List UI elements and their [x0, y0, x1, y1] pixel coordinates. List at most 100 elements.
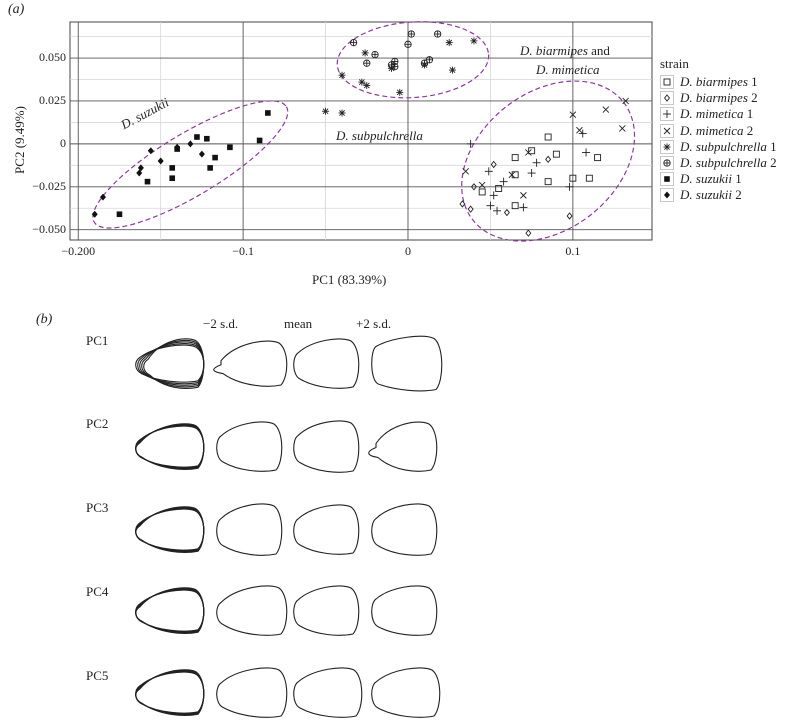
overlay-outlines-pc5	[135, 669, 205, 716]
data-point	[569, 111, 577, 119]
data-point	[338, 109, 346, 117]
x-tick-label: −0.1	[232, 244, 254, 258]
data-point	[503, 208, 510, 217]
data-point	[565, 182, 574, 191]
data-point	[459, 200, 466, 208]
cluster-label-biarmipes-mimetica: D. biarmipes and	[520, 43, 610, 58]
legend-item: D. biarmipes 1	[660, 74, 777, 90]
data-point	[227, 144, 233, 151]
overlay-outline	[143, 338, 205, 389]
legend-marker	[660, 139, 674, 154]
legend-marker	[660, 123, 674, 138]
data-point	[544, 178, 552, 186]
data-point	[532, 158, 541, 167]
overlay-outline	[135, 670, 205, 715]
data-point	[449, 66, 457, 74]
legend-species: D. biarmipes	[680, 90, 748, 106]
overlay-outline	[135, 508, 205, 551]
y-tick-label: 0.025	[39, 92, 66, 107]
row-label-pc5: PC5	[86, 668, 109, 683]
row-label-pc2: PC2	[86, 416, 109, 431]
data-point	[493, 206, 502, 215]
data-point	[470, 183, 477, 191]
legend-species: D. mimetica	[680, 122, 744, 138]
data-point	[545, 155, 552, 164]
data-point	[578, 129, 587, 138]
overlay-outline	[135, 588, 205, 633]
legend-marker	[660, 75, 674, 89]
overlay-outline	[135, 423, 205, 470]
data-point	[187, 140, 194, 148]
data-point	[99, 193, 106, 201]
legend-strain-number: 1	[732, 171, 742, 187]
legend-marker-glyph	[664, 94, 670, 103]
legend-marker	[660, 156, 674, 170]
data-point	[445, 39, 453, 47]
y-tick-label: −0.025	[32, 178, 66, 193]
overlay-outline	[135, 425, 205, 469]
overlay-outline	[141, 339, 205, 388]
legend-marker-glyph	[664, 191, 670, 199]
data-point	[499, 177, 508, 186]
overlay-outline	[135, 589, 205, 633]
series-circled-plus	[349, 30, 442, 71]
column-plus-2sd: +2 s.d.	[356, 316, 392, 331]
data-point	[519, 203, 528, 212]
legend-strain-number: 1	[747, 74, 758, 90]
data-point	[371, 50, 379, 59]
series-plus	[466, 129, 591, 215]
overlay-outline	[135, 425, 205, 468]
data-point	[511, 154, 519, 162]
wing-outline	[216, 503, 283, 556]
data-point	[137, 164, 144, 172]
x-tick-label: 0.1	[565, 244, 581, 258]
legend-marker	[660, 188, 674, 203]
legend-marker	[660, 172, 674, 187]
data-point	[204, 135, 210, 142]
data-point	[198, 150, 205, 158]
cluster-ellipse	[336, 21, 490, 99]
data-point	[525, 229, 532, 237]
legend-strain-number: 1	[766, 138, 777, 154]
legend-marker-glyph	[663, 127, 671, 134]
data-point	[361, 49, 369, 57]
series-filled-diamond	[91, 140, 205, 218]
data-point	[174, 143, 181, 151]
data-point	[528, 147, 536, 155]
y-tick-label: 0.050	[39, 50, 66, 65]
wing-outline	[371, 503, 438, 556]
legend-marker-glyph	[664, 176, 670, 183]
legend-strain-number: 2	[732, 187, 742, 203]
data-point	[508, 171, 516, 179]
wing-outline	[293, 420, 360, 473]
data-point	[212, 154, 218, 161]
y-tick-label: −0.050	[32, 221, 66, 236]
wing-outline	[293, 338, 360, 389]
overlay-outline	[135, 506, 205, 553]
legend-item: D. mimetica 2	[660, 123, 777, 139]
series-square	[478, 133, 602, 210]
data-point	[489, 191, 498, 200]
data-point	[144, 178, 151, 185]
overlay-outline	[139, 341, 205, 386]
data-point	[602, 106, 610, 113]
panel-a-label: (a)	[8, 2, 25, 17]
wing-outline	[293, 585, 360, 636]
data-point	[569, 174, 577, 182]
overlay-outline	[135, 587, 205, 634]
data-point	[552, 150, 560, 158]
legend-item: D. subpulchrella 2	[660, 155, 777, 171]
data-point	[396, 88, 404, 96]
column-mean: mean	[284, 316, 313, 331]
legend-item: D. suzukii 1	[660, 171, 777, 187]
data-point	[91, 210, 98, 218]
data-point	[338, 71, 346, 79]
data-point	[462, 168, 470, 175]
overlay-outline	[135, 669, 205, 716]
data-point	[511, 202, 519, 210]
overlay-outline	[135, 671, 205, 714]
data-point	[363, 82, 371, 90]
wing-outline	[216, 585, 288, 636]
